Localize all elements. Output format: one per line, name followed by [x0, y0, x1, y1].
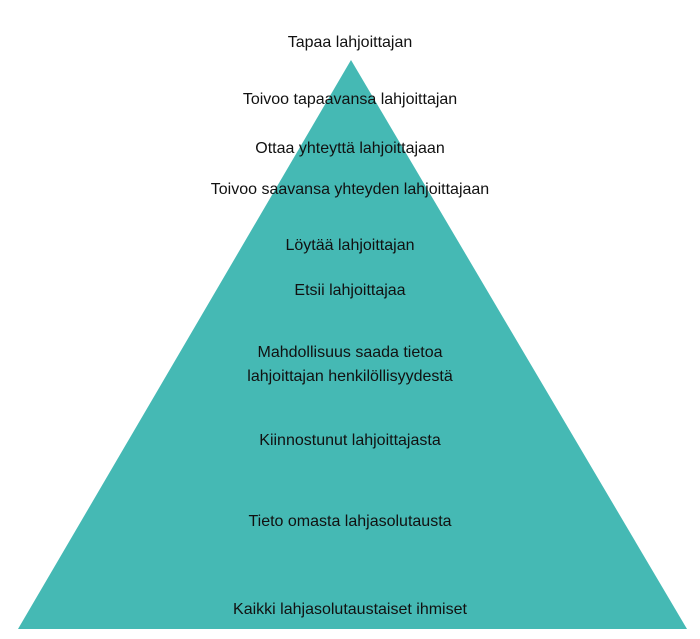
pyramid-level-2: Toivoo tapaavansa lahjoittajan	[242, 91, 458, 108]
pyramid-level-8: Kiinnostunut lahjoittajasta	[259, 432, 441, 449]
pyramid-level-7-line-2: lahjoittajan henkilöllisyydestä	[247, 368, 453, 385]
pyramid-level-top: Tapaa lahjoittajan	[287, 34, 413, 51]
pyramid-level-5: Löytää lahjoittajan	[285, 237, 415, 254]
pyramid-level-7-line-1: Mahdollisuus saada tietoa	[257, 344, 443, 361]
pyramid-triangle	[18, 60, 687, 629]
pyramid-level-3: Ottaa yhteyttä lahjoittajaan	[255, 140, 445, 157]
pyramid-level-base: Kaikki lahjasolutaustaiset ihmiset	[233, 601, 467, 618]
pyramid-level-9: Tieto omasta lahjasolutausta	[248, 513, 452, 530]
pyramid-level-4: Toivoo saavansa yhteyden lahjoittajaan	[210, 181, 490, 198]
pyramid-level-6: Etsii lahjoittajaa	[294, 282, 406, 299]
pyramid-level-7: Mahdollisuus saada tietoa lahjoittajan h…	[0, 341, 700, 389]
